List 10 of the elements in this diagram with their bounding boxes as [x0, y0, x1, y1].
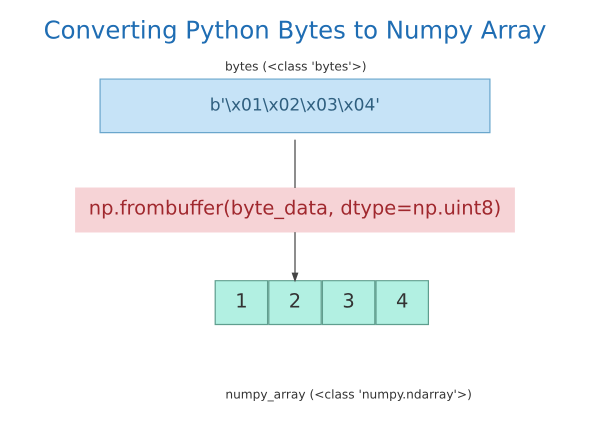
node-box: 2	[268, 280, 322, 325]
node-box: np.frombuffer(byte_data, dtype=np.uint8)	[75, 186, 515, 232]
connector	[294, 139, 296, 188]
node-box: 1	[214, 280, 268, 325]
diagram-title: Converting Python Bytes to Numpy Array	[44, 14, 546, 44]
node-box: 4	[375, 280, 430, 325]
node-box: 3	[322, 280, 376, 325]
node-label: bytes (<class 'bytes'>)	[224, 59, 367, 74]
label: numpy_array (<class 'numpy.ndarray'>)	[225, 386, 472, 401]
arrow	[292, 232, 298, 282]
